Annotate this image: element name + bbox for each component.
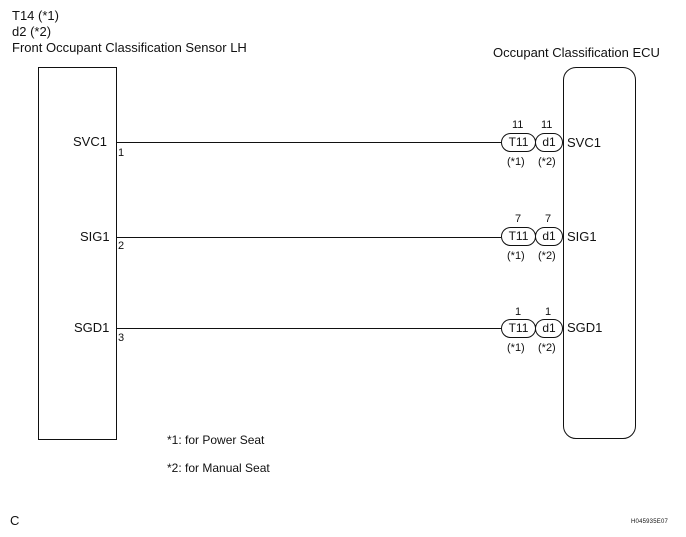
connector-t11: T11 <box>501 227 536 246</box>
left-connector-code-1: T14 (*1) <box>12 8 59 23</box>
connector-pin-number: 7 <box>545 213 552 225</box>
connector-note: (*2) <box>538 156 556 168</box>
connector-d1: d1 <box>535 133 563 152</box>
connector-d1: d1 <box>535 319 563 338</box>
wire-svc1 <box>117 142 501 143</box>
connector-note: (*2) <box>538 250 556 262</box>
connector-pin-number: 1 <box>515 306 522 318</box>
left-signal-label: SVC1 <box>73 134 107 149</box>
left-pin-number: 2 <box>118 240 125 252</box>
left-signal-label: SGD1 <box>74 320 110 335</box>
left-component-title: Front Occupant Classification Sensor LH <box>12 40 247 55</box>
connector-pin-number: 1 <box>545 306 552 318</box>
left-signal-label: SIG1 <box>80 229 110 244</box>
connector-note: (*1) <box>507 250 525 262</box>
connector-t11: T11 <box>501 319 536 338</box>
ecu-box <box>563 67 636 439</box>
connector-d1: d1 <box>535 227 563 246</box>
connector-note: (*1) <box>507 342 525 354</box>
footnote-power-seat: *1: for Power Seat <box>167 433 265 447</box>
wire-sig1 <box>117 237 501 238</box>
connector-note: (*2) <box>538 342 556 354</box>
sensor-box <box>38 67 117 440</box>
right-component-title: Occupant Classification ECU <box>493 45 660 60</box>
connector-pin-number: 11 <box>541 119 553 131</box>
corner-label: C <box>10 513 20 528</box>
footnote-manual-seat: *2: for Manual Seat <box>167 461 270 475</box>
right-signal-label: SVC1 <box>567 135 601 150</box>
right-signal-label: SGD1 <box>567 320 603 335</box>
connector-t11: T11 <box>501 133 536 152</box>
figure-code: H045935E07 <box>631 519 669 525</box>
connector-pin-number: 7 <box>515 213 522 225</box>
connector-pin-number: 11 <box>512 119 524 131</box>
left-pin-number: 3 <box>118 332 125 344</box>
right-signal-label: SIG1 <box>567 229 597 244</box>
left-pin-number: 1 <box>118 147 125 159</box>
left-connector-code-2: d2 (*2) <box>12 24 52 39</box>
wire-sgd1 <box>117 328 501 329</box>
connector-note: (*1) <box>507 156 525 168</box>
